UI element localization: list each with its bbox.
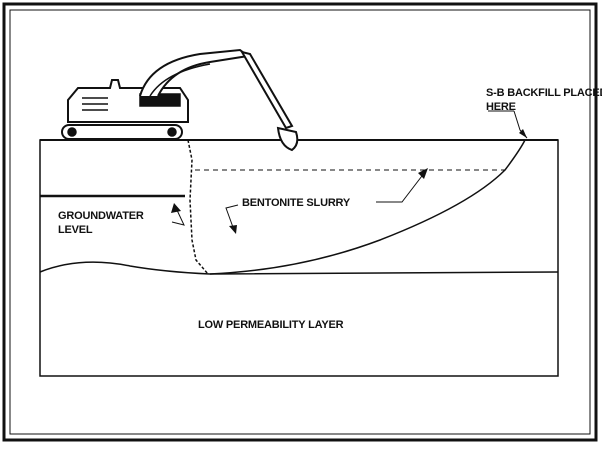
trench-left-wall [187,139,209,275]
slurry-arrowhead-right [418,168,428,179]
low-permeability-label: LOW PERMEABILITY LAYER [198,319,344,331]
inner-frame [9,9,591,435]
outer-frame [2,2,598,442]
excavator-boom [139,48,251,97]
slurry-arrowhead-left [229,225,237,234]
excavator-bucket [276,126,299,152]
slurry-label: BENTONITE SLURRY [242,197,351,209]
track-wheel-right [167,127,177,137]
excavator-icon [61,48,299,152]
trench-backfill-slope [209,139,526,275]
excavator-arm [239,50,294,130]
slurry-leader-right [376,171,426,203]
groundwater-label-line1: GROUNDWATER [58,210,144,222]
backfill-arrowhead [519,129,527,138]
slurry-leader-left [225,204,239,231]
boom-hydraulic [149,63,211,97]
groundwater-label-line2: LEVEL [58,224,93,236]
groundwater-leader [171,207,185,226]
backfill-label-line2: HERE [486,101,516,113]
track-wheel-left [67,127,77,137]
ground-section [39,139,559,377]
excavator-tracks [61,124,183,140]
low-permeability-boundary [39,261,559,275]
backfill-label-line1: S-B BACKFILL PLACED [486,87,602,99]
groundwater-arrowhead [171,203,181,213]
